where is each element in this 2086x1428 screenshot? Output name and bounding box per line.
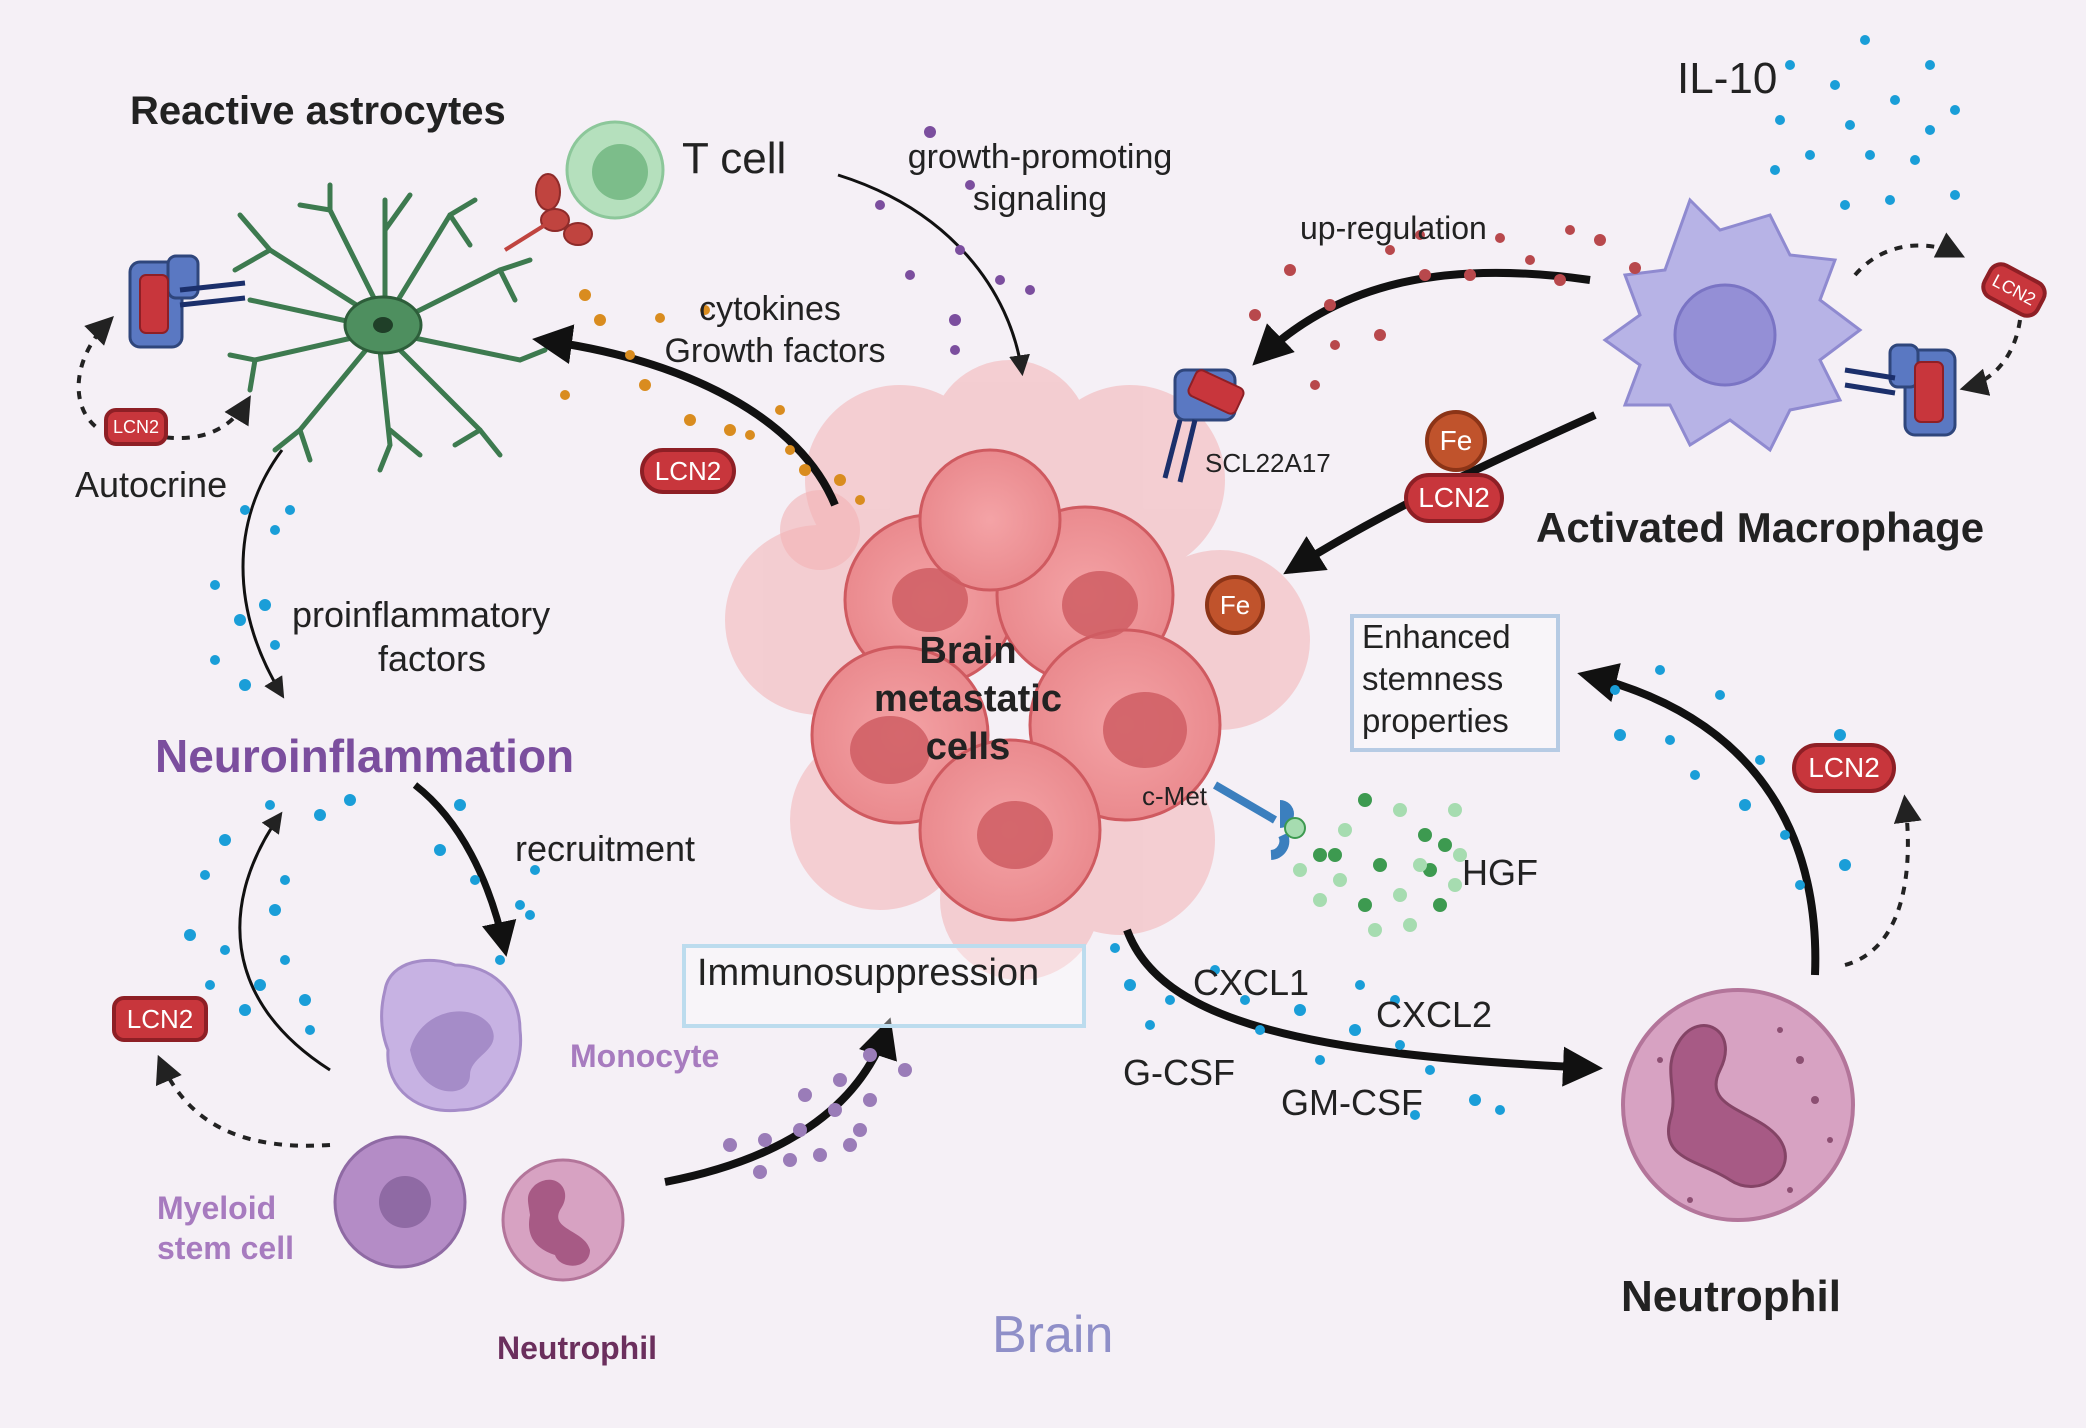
g-csf-label: G-CSF xyxy=(1123,1052,1235,1093)
cxcl1-label: CXCL1 xyxy=(1193,962,1310,1003)
stemness-arrow xyxy=(1577,663,1820,976)
activated-macrophage-label: Activated Macrophage xyxy=(1536,504,1985,551)
scl22a17-receptor xyxy=(1162,368,1245,483)
autocrine-arrow-2 xyxy=(149,395,251,441)
enhanced-stemness-label-1: Enhanced xyxy=(1362,618,1511,655)
cytokines-arrow xyxy=(532,324,839,507)
brain-metastatic-label-1: Brain xyxy=(919,630,1017,672)
immunosuppression-label: Immunosuppression xyxy=(697,952,1040,994)
neutrophil-large-label: Neutrophil xyxy=(1621,1272,1841,1321)
cytokines-label: cytokines xyxy=(699,290,841,328)
neuroinflammation-dots xyxy=(184,794,540,1035)
growth-factors-label: Growth factors xyxy=(664,332,886,370)
cytokine-gold-dots xyxy=(560,289,865,505)
growth-promoting-label-1: growth-promoting xyxy=(907,138,1173,176)
lcn2-badge-myeloid: LCN2 xyxy=(112,996,208,1042)
proinflammatory-dots xyxy=(210,505,295,691)
c-met-label: c-Met xyxy=(1142,781,1207,811)
up-regulation-dots xyxy=(1249,225,1641,390)
macrophage-loop-arrow-2 xyxy=(1959,319,2022,396)
macrophage-loop-arrow-1 xyxy=(1853,232,1966,277)
fe-badge-macrophage: Fe xyxy=(1425,410,1487,472)
brain-metastatic-label-3: cells xyxy=(925,726,1011,768)
up-regulation-arrow xyxy=(1252,268,1591,366)
neutrophil-lcn2-arrow xyxy=(1844,794,1922,967)
proinflammatory-label-2: factors xyxy=(378,638,487,679)
myeloid-up-arrow xyxy=(238,811,331,1072)
autocrine-arrow-1 xyxy=(76,316,114,432)
immunosuppression-box xyxy=(682,944,1086,1028)
astrocyte-receptor xyxy=(128,254,246,349)
c-met-receptor xyxy=(1212,781,1306,860)
neutrophil-large-cell xyxy=(1621,988,1855,1222)
lcn2-badge-macrophage-fe: LCN2 xyxy=(1404,473,1504,523)
macrophage-receptor xyxy=(1844,343,1957,437)
t-cell-label: T cell xyxy=(682,134,787,183)
growth-signal-dots xyxy=(875,126,1035,355)
growth-promoting-label-2: signaling xyxy=(972,180,1108,218)
growth-promoting-arrow xyxy=(837,173,1030,377)
autocrine-label: Autocrine xyxy=(75,464,228,505)
il10-dots xyxy=(1770,35,1960,210)
lcn2-badge-astrocyte: LCN2 xyxy=(640,448,736,494)
hgf-dots xyxy=(1288,793,1467,937)
cxcl2-label: CXCL2 xyxy=(1376,994,1493,1035)
lcn2-badge-autocrine: LCN2 xyxy=(104,408,168,446)
immunosuppression-dots xyxy=(723,1048,912,1179)
macrophage-cell xyxy=(1602,197,1863,453)
stemness-dots xyxy=(1610,665,1851,890)
monocyte-cell xyxy=(380,958,523,1113)
recruitment-label: recruitment xyxy=(515,828,696,869)
brain-metastatic-cluster xyxy=(725,360,1310,980)
t-cell xyxy=(503,120,665,252)
monocyte-label: Monocyte xyxy=(570,1038,720,1074)
il10-label: IL-10 xyxy=(1677,54,1778,103)
neuroinflammation-label: Neuroinflammation xyxy=(155,730,575,782)
chemokine-dots xyxy=(1110,943,1505,1120)
myeloid-lcn2-arrow xyxy=(155,1054,331,1148)
neutrophil-small-label: Neutrophil xyxy=(497,1330,657,1366)
brain-metastatic-label-2: metastatic xyxy=(874,678,1062,720)
hgf-label: HGF xyxy=(1462,852,1538,893)
scl22a17-label: SCL22A17 xyxy=(1205,448,1331,478)
reactive-astrocytes-label: Reactive astrocytes xyxy=(130,89,506,133)
enhanced-stemness-box xyxy=(1350,614,1560,752)
lcn2-badge-neutrophil: LCN2 xyxy=(1792,743,1896,793)
brain-label: Brain xyxy=(992,1306,1114,1364)
proinflammatory-label-1: proinflammatory xyxy=(292,594,551,635)
up-regulation-label: up-regulation xyxy=(1300,210,1487,246)
gm-csf-label: GM-CSF xyxy=(1281,1082,1423,1123)
myeloid-stem-cell-label-2: stem cell xyxy=(157,1230,294,1266)
recruitment-arrow xyxy=(412,782,517,957)
enhanced-stemness-label-2: stemness xyxy=(1362,660,1504,697)
myeloid-stem-cell-label-1: Myeloid xyxy=(157,1190,277,1226)
neutrophil-small-cell xyxy=(501,1158,625,1282)
proinflammatory-arrow xyxy=(241,449,285,699)
enhanced-stemness-label-3: properties xyxy=(1362,702,1509,739)
fe-badge-tumor: Fe xyxy=(1205,575,1265,635)
myeloid-stem-cell xyxy=(333,1135,467,1269)
